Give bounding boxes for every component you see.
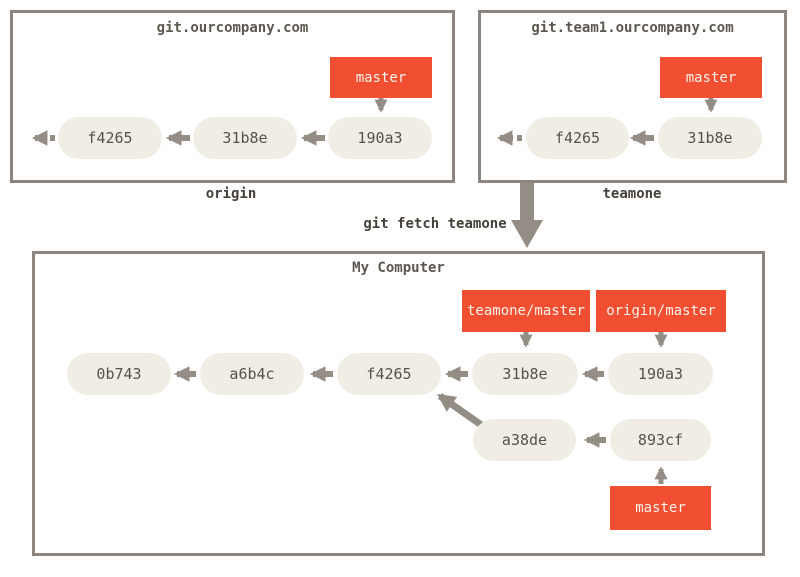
origin-branch-label-master: master xyxy=(330,57,432,98)
commit-node-origin-f4265: f4265 xyxy=(58,117,162,159)
commit-node-origin-31b8e: 31b8e xyxy=(193,117,297,159)
remote-branch-label-text: origin/master xyxy=(606,303,716,319)
commit-node-local-a38de: a38de xyxy=(473,419,576,461)
commit-node-teamone-31b8e: 31b8e xyxy=(658,117,762,159)
teamone-repo-box xyxy=(478,10,787,183)
remote-branch-label-teamone-master: teamone/master xyxy=(462,290,590,332)
local-repo-title: My Computer xyxy=(352,260,445,276)
commit-id: 190a3 xyxy=(637,365,684,383)
commit-id: f4265 xyxy=(366,365,412,383)
origin-branch-label-text: master xyxy=(355,69,407,86)
commit-id: 0b743 xyxy=(96,365,142,383)
commit-node-teamone-f4265: f4265 xyxy=(526,117,629,159)
commit-id: 893cf xyxy=(637,431,684,449)
teamone-remote-name-label: teamone xyxy=(602,186,662,202)
commit-id: a6b4c xyxy=(229,365,275,383)
local-repo-box xyxy=(32,251,765,556)
remote-branch-label-origin-master: origin/master xyxy=(596,290,726,332)
remote-branch-label-text: teamone/master xyxy=(466,303,585,319)
commit-node-local-0b743: 0b743 xyxy=(67,353,171,395)
commit-id: f4265 xyxy=(554,129,601,147)
commit-node-local-a6b4c: a6b4c xyxy=(200,353,304,395)
commit-node-local-f4265: f4265 xyxy=(337,353,441,395)
origin-repo-box xyxy=(10,10,455,183)
commit-id: 31b8e xyxy=(502,365,548,383)
fetch-command-label: git fetch teamone xyxy=(363,216,507,232)
origin-remote-name-label: origin xyxy=(205,186,257,202)
local-branch-label-text: master xyxy=(635,500,686,516)
origin-repo-title: git.ourcompany.com xyxy=(156,20,309,36)
commit-id: f4265 xyxy=(87,129,133,147)
commit-node-local-893cf: 893cf xyxy=(610,419,711,461)
teamone-branch-label-text: master xyxy=(685,69,737,86)
commit-node-origin-190a3: 190a3 xyxy=(328,117,432,159)
local-branch-label-master: master xyxy=(610,486,711,530)
commit-id: 31b8e xyxy=(222,129,268,147)
commit-id: a38de xyxy=(501,431,548,449)
commit-node-local-190a3: 190a3 xyxy=(608,353,713,395)
teamone-repo-title: git.team1.ourcompany.com xyxy=(531,20,734,36)
commit-id: 190a3 xyxy=(357,129,403,147)
commit-id: 31b8e xyxy=(687,129,733,147)
teamone-branch-label-master: master xyxy=(660,57,762,98)
commit-node-local-31b8e: 31b8e xyxy=(472,353,578,395)
